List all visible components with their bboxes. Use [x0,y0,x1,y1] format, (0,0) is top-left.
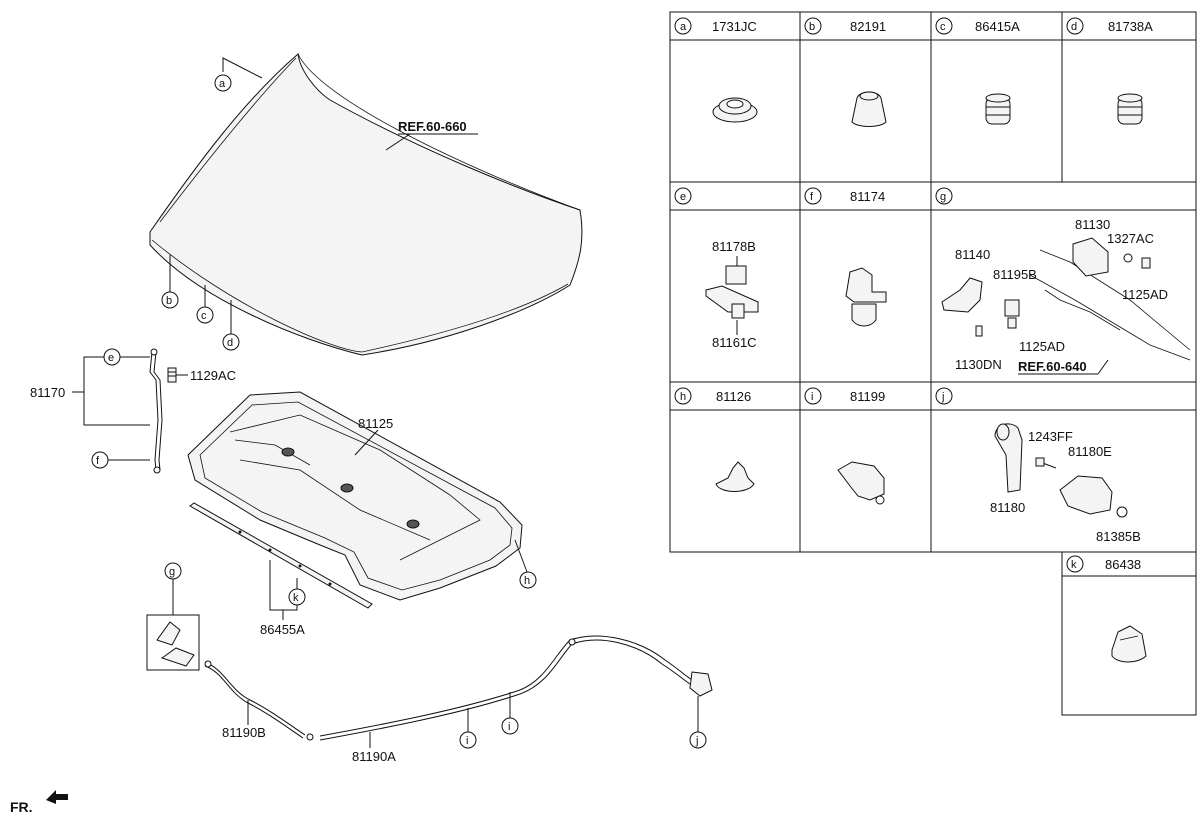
label-81161C: 81161C [712,335,757,350]
cell-f-letter: f [810,191,814,203]
label-81125[interactable]: 81125 [358,416,393,431]
cell-g[interactable]: g 81130 1327AC 81140 81195B 1125AD 1125A… [935,187,1191,375]
callout-i-1 [459,731,477,749]
cell-c-letter: c [940,21,946,33]
hood-stay-rod [149,348,163,474]
weatherstrip-seal [189,502,373,609]
cell-f[interactable]: f 81174 [804,187,887,327]
cell-c-part: 86415A [975,19,1020,34]
front-label: FR. [10,799,33,815]
callout-j [689,731,707,749]
cell-b[interactable]: b 82191 [804,17,887,127]
cell-a[interactable]: a 1731JC [674,17,758,123]
cell-e[interactable]: e 81178B 81161C [674,187,759,350]
cell-f-part: 81174 [850,189,885,204]
cell-d-letter: d [1071,21,1077,33]
callout-e-letter: e [108,352,114,364]
cell-d-part: 81738A [1108,19,1153,34]
label-1125AD-a: 1125AD [1122,287,1168,302]
cell-g-letter: g [940,191,946,203]
callout-a [214,74,232,92]
cell-e-letter: e [680,191,686,203]
callout-i-1-letter: i [466,735,468,747]
cell-j-letter: j [941,391,944,403]
cell-b-letter: b [809,21,815,33]
callout-b [161,291,179,309]
cell-i-letter: i [811,391,813,403]
label-1129AC[interactable]: 1129AC [190,368,236,383]
cell-d[interactable]: d 81738A [1066,17,1153,125]
callout-k [288,588,306,606]
callout-c-letter: c [201,310,207,322]
hood-release-cable [204,635,713,741]
hood-ref-label[interactable]: REF.60-660 [398,119,467,134]
callout-a-letter: a [219,78,226,90]
label-81178B: 81178B [712,239,756,254]
cell-h-part: 81126 [716,389,751,404]
callout-i-2-letter: i [508,721,510,733]
label-86455A[interactable]: 86455A [260,622,305,637]
cell-a-part: 1731JC [712,19,757,34]
cell-c[interactable]: c 86415A [935,17,1020,125]
label-1130DN: 1130DN [955,357,1002,372]
label-81170[interactable]: 81170 [30,385,65,400]
label-81195B: 81195B [993,267,1037,282]
parts-table [669,11,1197,716]
latch-thumbnail [146,614,200,671]
cell-b-part: 82191 [850,19,886,34]
callout-h [519,571,537,589]
label-81385B: 81385B [1096,529,1141,544]
label-81190A[interactable]: 81190A [352,749,396,764]
label-81180: 81180 [990,500,1025,515]
callout-e [103,348,121,366]
cell-h[interactable]: h 81126 [674,387,755,492]
callout-f-letter: f [96,455,100,467]
callout-h-letter: h [524,575,530,587]
cell-k-part: 86438 [1105,557,1141,572]
hood-insulator [187,391,523,601]
callout-i-2 [501,717,519,735]
label-81180E: 81180E [1068,444,1112,459]
callout-c [196,306,214,324]
label-1327AC: 1327AC [1107,231,1154,246]
callout-d [222,333,240,351]
label-ref-60-640: REF.60-640 [1018,359,1087,374]
callout-b-letter: b [166,295,172,307]
cell-a-letter: a [680,21,687,33]
callout-g-letter: g [169,566,175,578]
label-1243FF: 1243FF [1028,429,1073,444]
label-81190B[interactable]: 81190B [222,725,266,740]
callout-f [91,451,109,469]
cell-i[interactable]: i 81199 [804,387,885,505]
cell-i-part: 81199 [850,389,885,404]
cell-k[interactable]: k 86438 [1066,555,1147,663]
front-arrow-icon [46,790,68,804]
cell-k-letter: k [1071,559,1077,571]
label-81140: 81140 [955,247,990,262]
bolt-1129AC [167,367,177,383]
cell-h-letter: h [680,391,686,403]
label-81130: 81130 [1075,217,1110,232]
callout-d-letter: d [227,337,233,349]
callout-k-letter: k [293,592,299,604]
label-1125AD-b: 1125AD [1019,339,1065,354]
hood-panel [149,53,583,356]
callout-j-letter: j [695,735,698,747]
cell-j[interactable]: j 1243FF 81180E 81180 81385B [935,387,1141,544]
